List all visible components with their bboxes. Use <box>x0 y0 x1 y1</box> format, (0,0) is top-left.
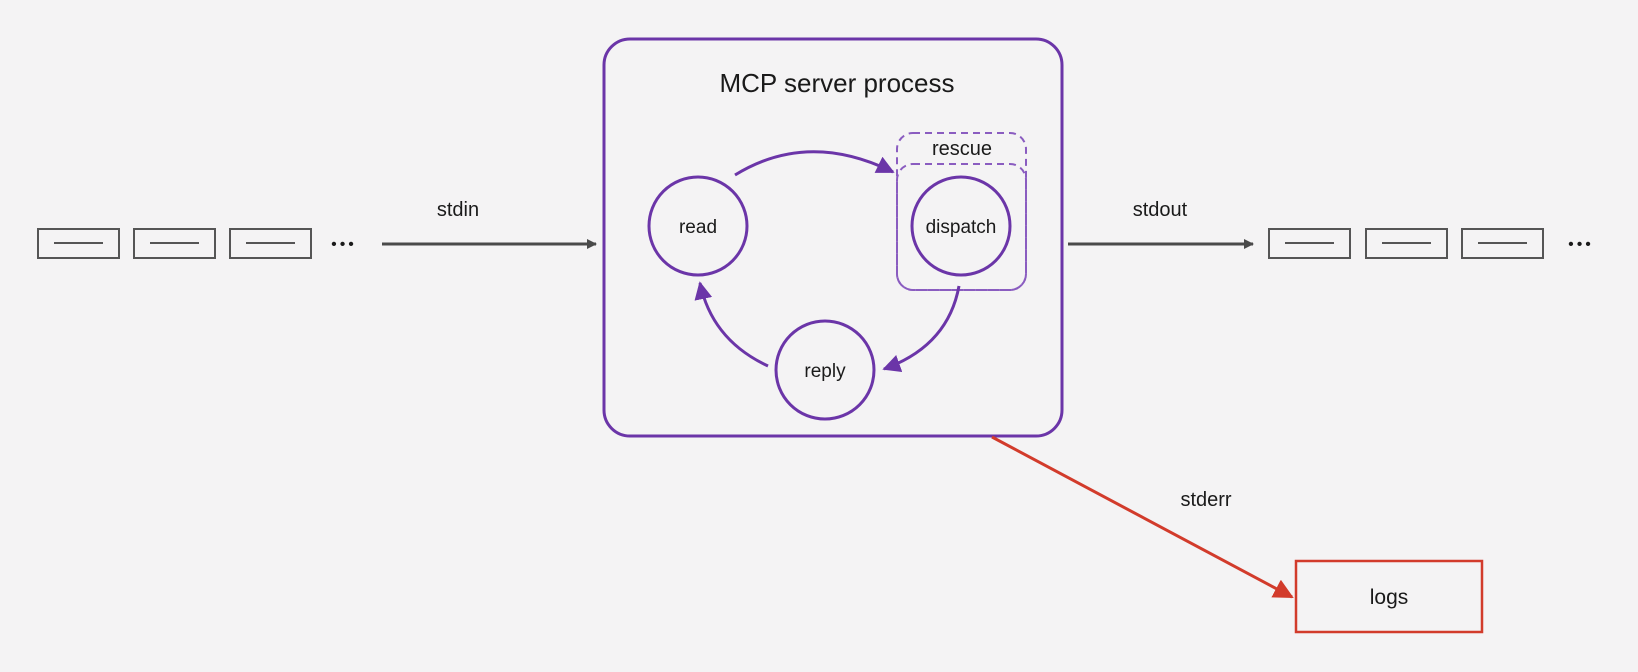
rescue-label: rescue <box>932 138 992 160</box>
stdout-label: stdout <box>1133 199 1188 221</box>
dispatch-to-reply-arrow <box>882 285 961 372</box>
logs-box <box>1294 559 1484 634</box>
dispatch-label: dispatch <box>926 217 997 238</box>
mcp-server-process-box <box>602 37 1064 438</box>
process-title: MCP server process <box>719 68 954 98</box>
message-block <box>37 228 120 259</box>
read-to-dispatch-arrow <box>734 150 895 177</box>
reply-label: reply <box>804 361 846 382</box>
input-queue-ellipsis: ••• <box>331 236 357 253</box>
read-node <box>647 175 749 277</box>
input-queue: ••• <box>37 228 357 259</box>
message-block <box>133 228 216 259</box>
read-label: read <box>679 217 717 238</box>
message-block <box>1365 228 1448 259</box>
dispatch-node <box>910 175 1012 277</box>
logs-label: logs <box>1370 586 1409 609</box>
output-queue-ellipsis: ••• <box>1568 236 1594 253</box>
message-block <box>1461 228 1544 259</box>
stdin-label: stdin <box>437 199 479 221</box>
reply-to-read-arrow <box>694 281 769 368</box>
output-queue: ••• <box>1268 228 1594 259</box>
message-block <box>1268 228 1351 259</box>
message-block <box>229 228 312 259</box>
stderr-arrow <box>991 435 1294 599</box>
rescue-inner-frame <box>896 163 1027 291</box>
stderr-label: stderr <box>1180 489 1231 511</box>
reply-node <box>774 319 876 421</box>
